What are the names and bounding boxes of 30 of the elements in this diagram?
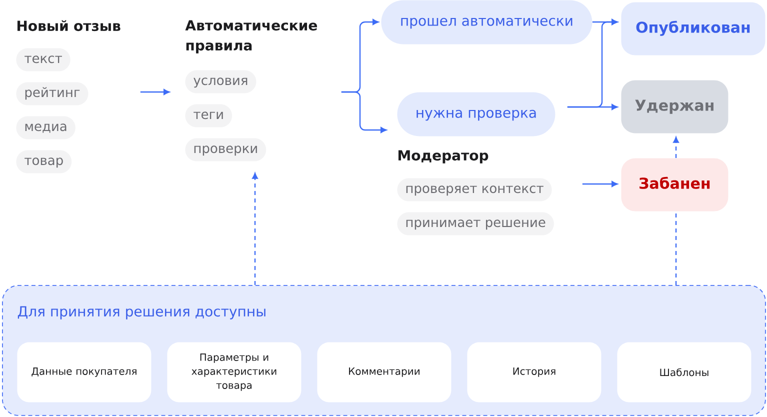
tag-chip: текст bbox=[16, 48, 70, 72]
column-heading: Новый отзыв bbox=[17, 20, 120, 32]
data-card: Шаблоны bbox=[617, 342, 752, 402]
status-box: Забанен bbox=[621, 158, 728, 212]
arrow bbox=[140, 89, 170, 95]
column-heading: Автоматические правила bbox=[185, 20, 317, 54]
tag-chip: проверки bbox=[185, 138, 266, 162]
outcome-pill: прошел автоматически bbox=[381, 0, 592, 44]
tag-chip: товар bbox=[16, 150, 72, 174]
data-card: История bbox=[467, 342, 602, 402]
tag-chip: проверяет контекст bbox=[397, 178, 552, 202]
tag-chip: теги bbox=[185, 104, 232, 128]
data-card: Параметры и характеристики товара bbox=[167, 342, 302, 402]
tag-chip: принимает решение bbox=[397, 212, 554, 236]
arrow bbox=[582, 181, 618, 187]
tag-chip: условия bbox=[185, 70, 256, 94]
data-card: Комментарии bbox=[317, 342, 452, 402]
dashed-arrow bbox=[673, 136, 679, 158]
arrow bbox=[592, 19, 618, 25]
status-box: Удержан bbox=[621, 80, 728, 134]
tag-chip: рейтинг bbox=[16, 82, 88, 106]
dashed-arrow bbox=[252, 172, 258, 285]
outcome-pill: нужна проверка bbox=[397, 92, 556, 136]
data-card: Данные покупателя bbox=[17, 342, 152, 402]
status-box: Опубликован bbox=[621, 2, 766, 56]
column-heading: Модератор bbox=[398, 150, 488, 164]
arrow bbox=[567, 104, 618, 110]
dashed-line bbox=[675, 211, 677, 285]
arrow bbox=[341, 91, 387, 133]
tag-chip: медиа bbox=[16, 116, 76, 140]
